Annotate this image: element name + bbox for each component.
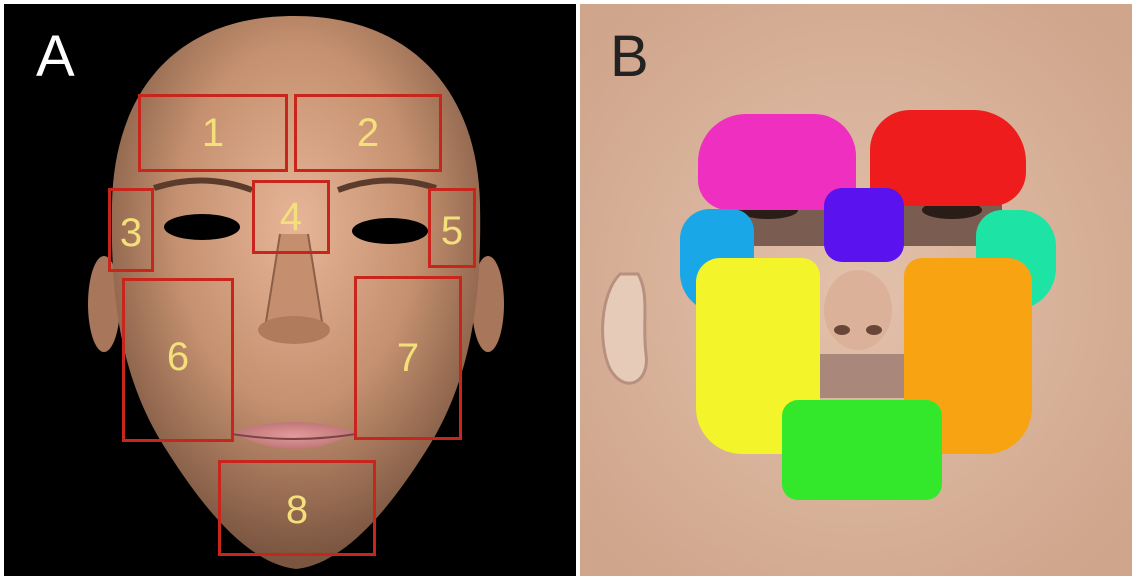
panel-a-face-with-regions: A 1 2 3 4 5 6 7 8	[4, 4, 576, 576]
right-eye	[352, 218, 428, 244]
nostril-right	[866, 325, 882, 335]
region-box-7: 7	[354, 276, 462, 440]
region-box-3: 3	[108, 188, 154, 272]
left-eye	[164, 214, 240, 240]
region-number: 1	[202, 113, 224, 153]
region-number: 7	[397, 338, 419, 378]
region-box-4: 4	[252, 180, 330, 254]
region-number: 3	[120, 213, 142, 253]
mouth-texture	[806, 354, 916, 398]
region-number: 6	[167, 337, 189, 377]
region-number: 5	[441, 211, 463, 251]
region-number: 8	[286, 490, 308, 530]
region-box-6: 6	[122, 278, 234, 442]
panel-label-b: B	[610, 28, 649, 86]
region-number: 4	[280, 197, 302, 237]
ear	[603, 274, 647, 383]
panel-b-texture-map: B	[580, 4, 1132, 576]
region-blob-4	[824, 188, 904, 262]
region-number: 2	[357, 113, 379, 153]
region-box-5: 5	[428, 188, 476, 268]
panel-label-a: A	[36, 28, 75, 86]
nose-tip	[258, 316, 330, 344]
nose-texture	[824, 270, 892, 350]
region-box-8: 8	[218, 460, 376, 556]
region-blob-8	[782, 400, 942, 500]
nostril-left	[834, 325, 850, 335]
region-box-2: 2	[294, 94, 442, 172]
region-box-1: 1	[138, 94, 288, 172]
